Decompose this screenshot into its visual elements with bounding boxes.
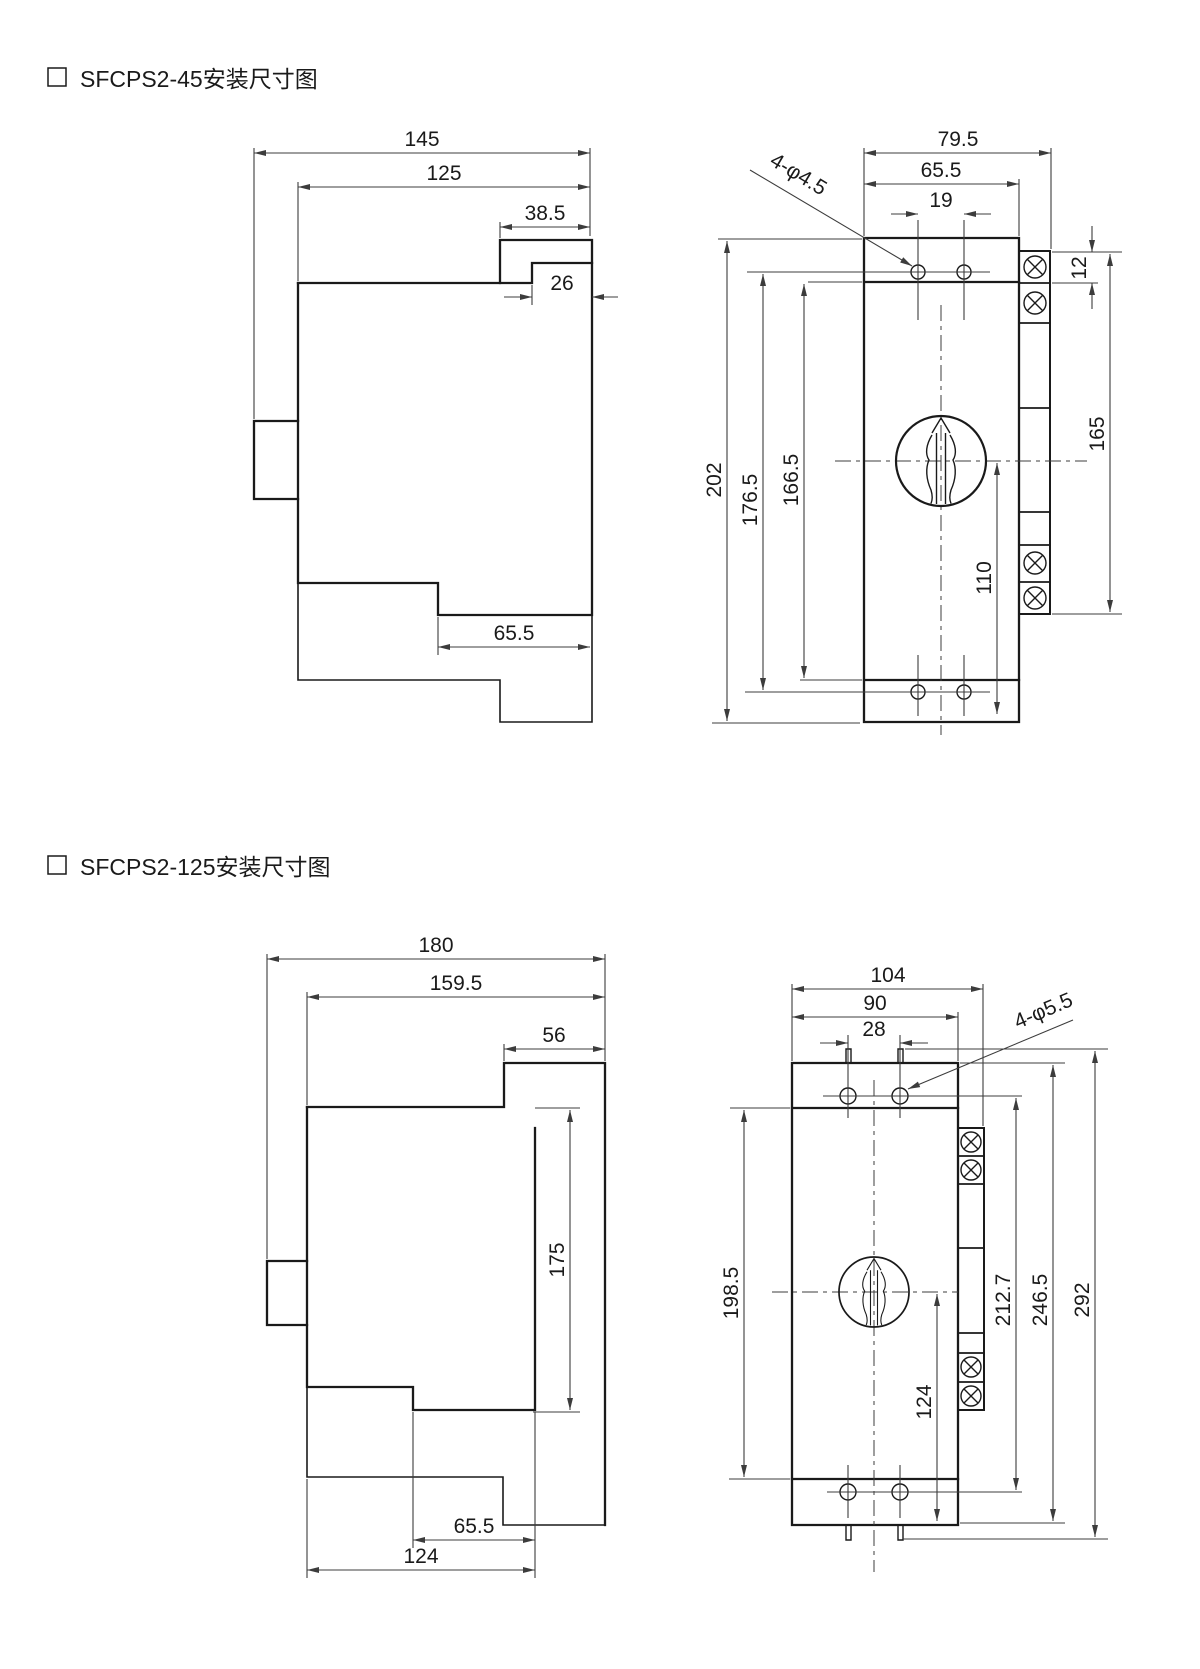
dim-19: 19	[891, 189, 991, 217]
svg-text:166.5: 166.5	[780, 454, 803, 507]
terminal-screw-icon	[960, 1385, 982, 1407]
svg-text:159.5: 159.5	[430, 972, 483, 995]
dim-246-5: 246.5	[960, 1062, 1065, 1524]
dim-212-7: 212.7	[992, 1098, 1019, 1490]
hole-callout-4xd5-5: 4-φ5.5	[907, 988, 1077, 1090]
svg-text:90: 90	[863, 992, 886, 1015]
svg-text:212.7: 212.7	[992, 1274, 1015, 1327]
front-body	[862, 236, 1021, 724]
mounting-holes	[823, 1035, 1022, 1518]
side-body-outline	[305, 1061, 607, 1527]
side-left-protrusion	[252, 419, 300, 501]
svg-text:28: 28	[862, 1018, 885, 1041]
svg-text:202: 202	[703, 462, 726, 497]
dim-38-5: 38.5	[499, 202, 590, 238]
section1-title-text: SFCPS2-45安装尺寸图	[80, 66, 318, 92]
sfcps2-45-side-view: 145 125 38.5 26	[252, 128, 618, 723]
terminal-screw-icon	[960, 1159, 982, 1181]
svg-text:198.5: 198.5	[720, 1267, 743, 1320]
svg-text:292: 292	[1071, 1282, 1094, 1317]
dim-125: 125	[297, 162, 590, 281]
side-body-outline	[296, 238, 594, 617]
dim-65-5-front: 65.5	[864, 159, 1020, 236]
section2-title-text: SFCPS2-125安装尺寸图	[80, 854, 331, 880]
dim-79-5: 79.5	[863, 128, 1052, 249]
section1-title: SFCPS2-45安装尺寸图	[47, 66, 318, 92]
mounting-holes	[745, 220, 990, 716]
dim-90: 90	[792, 992, 959, 1061]
terminal-screw-icon	[1023, 586, 1047, 610]
svg-text:125: 125	[426, 162, 461, 185]
dim-56: 56	[503, 1024, 605, 1061]
side-lower-extension	[306, 1386, 606, 1526]
svg-text:110: 110	[973, 561, 996, 594]
section-sfcps2-45: SFCPS2-45安装尺寸图 145 125	[47, 66, 1122, 735]
side-left-protrusion	[265, 1259, 309, 1327]
dim-202: 202	[703, 238, 862, 724]
svg-text:124: 124	[913, 1384, 936, 1419]
svg-text:104: 104	[870, 964, 905, 987]
svg-text:145: 145	[404, 128, 439, 151]
checkbox-icon	[47, 67, 67, 87]
svg-text:176.5: 176.5	[739, 474, 762, 527]
svg-text:26: 26	[550, 272, 573, 295]
dim-176-5: 176.5	[739, 274, 766, 690]
svg-text:175: 175	[546, 1242, 569, 1277]
dim-175: 175	[533, 1107, 580, 1413]
svg-text:65.5: 65.5	[454, 1515, 495, 1538]
side-top-step	[530, 261, 594, 285]
svg-text:4-φ5.5: 4-φ5.5	[1011, 988, 1077, 1033]
front-flange-lines	[790, 1106, 960, 1481]
svg-text:165: 165	[1086, 416, 1109, 451]
svg-text:38.5: 38.5	[525, 202, 566, 225]
dim-180: 180	[266, 934, 606, 1259]
svg-text:79.5: 79.5	[938, 128, 979, 151]
sfcps2-125-front-view: 104 90 28 4-φ5.5 198.	[720, 964, 1108, 1572]
svg-text:4-φ4.5: 4-φ4.5	[766, 149, 831, 200]
terminal-screw-icon	[1023, 291, 1047, 315]
terminal-screw-icon	[960, 1356, 982, 1378]
svg-text:12: 12	[1068, 256, 1091, 279]
svg-text:65.5: 65.5	[494, 622, 535, 645]
checkbox-icon	[47, 855, 67, 875]
sfcps2-45-front-view: 79.5 65.5 19 4-φ4.5 2	[703, 128, 1122, 735]
dim-65-5-side2: 65.5	[412, 1412, 536, 1578]
terminal-strip	[1018, 250, 1051, 615]
terminal-screw-icon	[960, 1131, 982, 1153]
dim-26: 26	[504, 272, 618, 305]
dim-104: 104	[791, 964, 984, 1126]
svg-text:56: 56	[542, 1024, 565, 1047]
section-sfcps2-125: SFCPS2-125安装尺寸图 180 159.5	[47, 854, 1108, 1578]
side-lower-extension	[297, 582, 593, 723]
dim-198-5: 198.5	[720, 1107, 790, 1480]
svg-text:124: 124	[403, 1545, 438, 1568]
svg-text:19: 19	[929, 189, 952, 212]
hole-callout-4xd4-5: 4-φ4.5	[749, 149, 913, 267]
dim-110: 110	[973, 463, 1000, 714]
svg-text:180: 180	[418, 934, 453, 957]
sfcps2-125-side-view: 180 159.5 56 175	[265, 934, 607, 1578]
dim-145: 145	[253, 128, 591, 419]
terminal-screw-icon	[1023, 255, 1047, 279]
terminal-screw-icon	[1023, 551, 1047, 575]
dim-166-5: 166.5	[780, 281, 862, 681]
dim-124-side: 124	[306, 1479, 535, 1578]
dim-124-front: 124	[913, 1294, 940, 1521]
svg-text:246.5: 246.5	[1029, 1274, 1052, 1327]
terminal-strip	[957, 1127, 985, 1411]
front-body	[790, 1061, 960, 1527]
svg-text:65.5: 65.5	[921, 159, 962, 182]
dim-65-5-side: 65.5	[437, 617, 590, 655]
dim-28: 28	[820, 1018, 928, 1046]
dim-159-5: 159.5	[306, 972, 605, 1105]
section2-title: SFCPS2-125安装尺寸图	[47, 854, 331, 880]
dim-292: 292	[903, 1048, 1108, 1540]
dim-165: 165	[1052, 254, 1122, 615]
dim-12: 12	[1052, 226, 1122, 309]
side-body-left-bottom	[305, 1105, 537, 1412]
